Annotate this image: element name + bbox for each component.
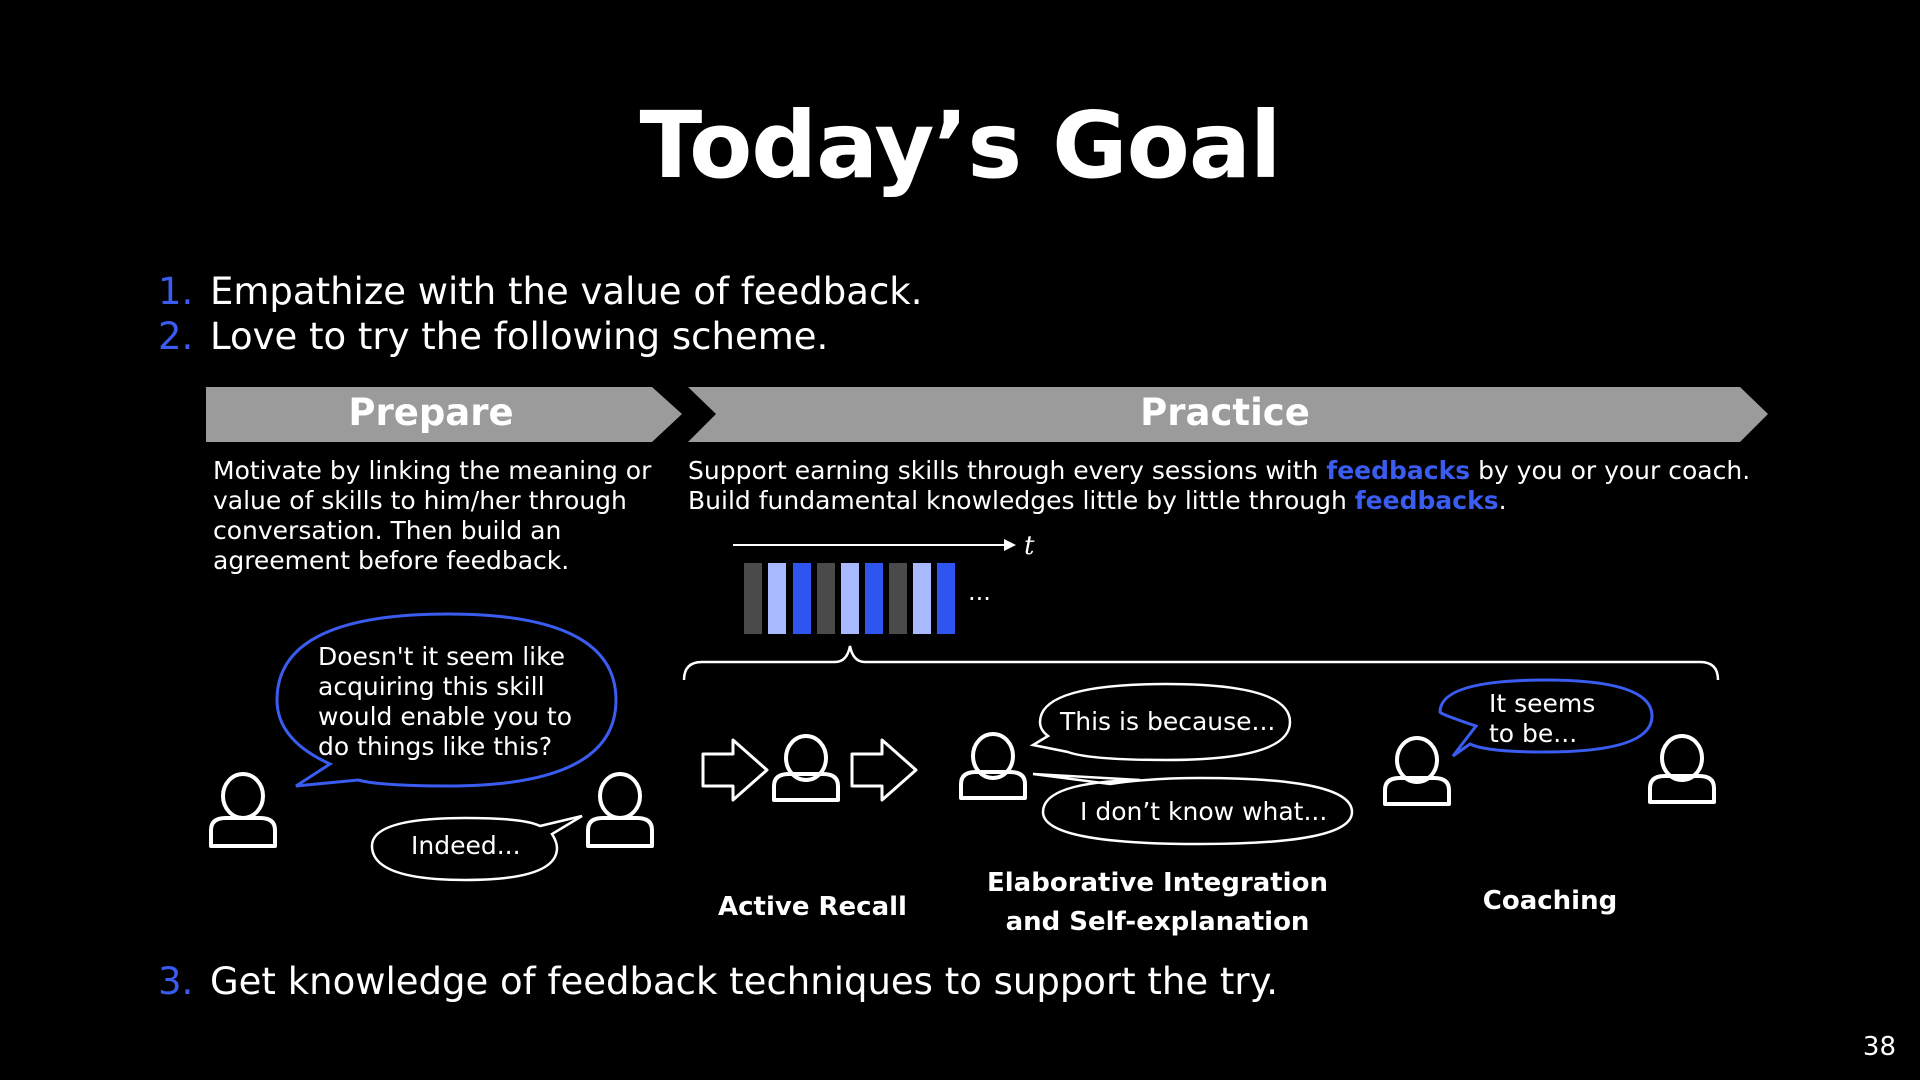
practice-line-1: Support earning skills through every ses… [688, 456, 1751, 485]
practice-label: Practice [1140, 391, 1310, 434]
goal-item-1: 1. Empathize with the value of feedback. [158, 270, 923, 313]
stage-active-recall: Active Recall [718, 892, 907, 922]
bubble-learner-text: Indeed... [411, 831, 521, 860]
speech-bubble-coach [275, 612, 618, 788]
timeline-label: t [1024, 531, 1035, 561]
person-icon [1648, 734, 1716, 804]
session-bar [744, 563, 762, 634]
prepare-banner [206, 387, 682, 442]
bubble-dont-know-text: I don’t know what... [1080, 797, 1328, 826]
person-icon [772, 734, 840, 802]
goal-item-3: 3. Get knowledge of feedback techniques t… [158, 960, 1278, 1003]
session-bar [768, 563, 786, 634]
goal-number: 3. [158, 960, 194, 1003]
feedbacks-highlight: feedbacks [1326, 456, 1471, 485]
session-bar [841, 563, 859, 634]
page-title: Today’s Goal [639, 92, 1282, 199]
goal-text: Get knowledge of feedback techniques to … [210, 960, 1279, 1003]
speech-bubble-learner [370, 814, 583, 882]
speech-bubble-seems [1438, 678, 1654, 758]
bubble-because-text: This is because... [1060, 707, 1276, 736]
goal-number: 1. [158, 270, 194, 313]
session-bar [889, 563, 907, 634]
arrow-outline-icon [850, 738, 918, 802]
person-icon [586, 772, 654, 848]
session-brace [682, 645, 1720, 681]
arrow-outline-icon [701, 738, 769, 802]
goal-text: Empathize with the value of feedback. [210, 270, 923, 313]
stage-elaborative: Elaborative Integration and Self-explana… [987, 868, 1328, 937]
goal-text: Love to try the following scheme. [210, 315, 829, 358]
bars-ellipsis: ... [968, 578, 991, 606]
practice-banner [688, 387, 1768, 442]
practice-line-2: Build fundamental knowledges little by l… [688, 486, 1507, 515]
person-icon [959, 732, 1027, 800]
practice-description: Support earning skills through every ses… [688, 456, 1788, 516]
person-icon [209, 772, 277, 848]
prepare-label: Prepare [348, 391, 514, 434]
session-bar [865, 563, 883, 634]
speech-bubble-because [1029, 682, 1292, 762]
goal-number: 2. [158, 315, 194, 358]
session-bar [817, 563, 835, 634]
timeline-arrow [733, 539, 1016, 551]
person-icon [1383, 736, 1451, 806]
goal-item-2: 2. Love to try the following scheme. [158, 315, 828, 358]
session-bar [793, 563, 811, 634]
session-bar [913, 563, 931, 634]
bubble-seems-text: It seems to be... [1489, 689, 1596, 748]
speech-bubble-dont-know [1032, 772, 1354, 846]
feedbacks-highlight: feedbacks [1354, 486, 1499, 515]
bubble-coach-text: Doesn't it seem like acquiring this skil… [318, 642, 573, 761]
session-bars [744, 563, 955, 634]
stage-coaching: Coaching [1482, 886, 1618, 916]
prepare-description: Motivate by linking the meaning or value… [213, 456, 652, 575]
page-number: 38 [1862, 1032, 1896, 1062]
session-bar [937, 563, 955, 634]
